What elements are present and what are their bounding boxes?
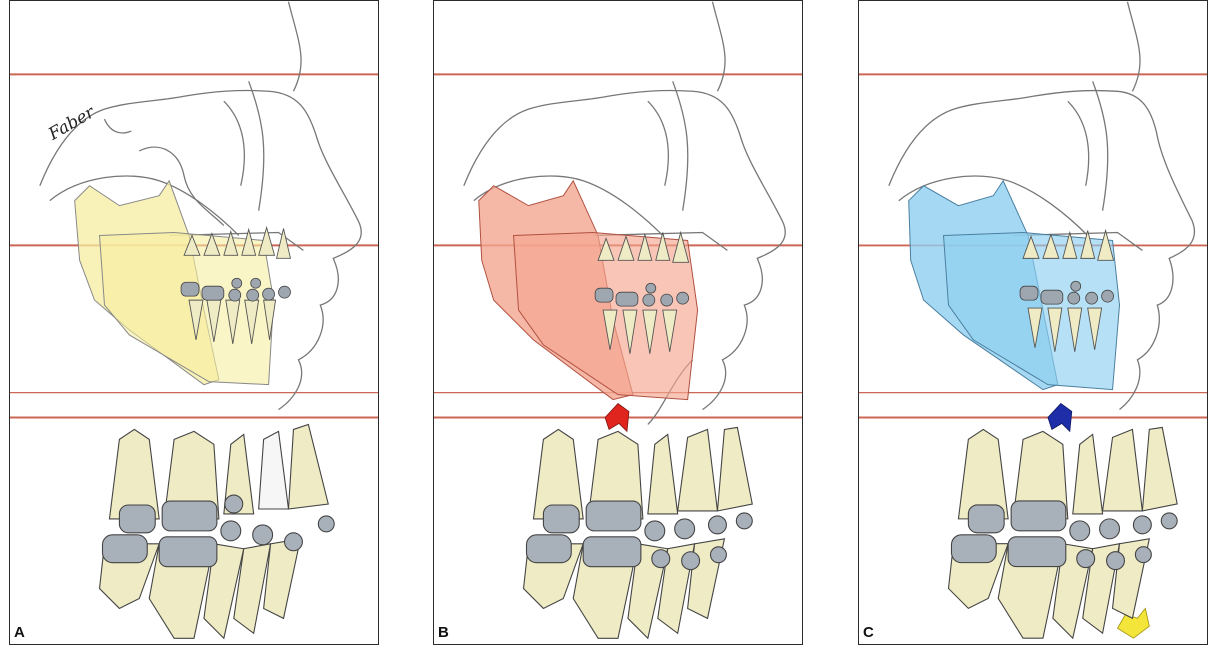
dentition-detail: [948, 427, 1177, 638]
panel-label: A: [14, 624, 25, 641]
mandible-region: [479, 181, 698, 400]
panel-a-drawing: Faber: [10, 1, 378, 644]
arrow-marker: [1048, 404, 1072, 432]
panel-a: Faber: [9, 0, 379, 645]
signature: Faber: [44, 101, 99, 144]
arrow-marker: [605, 404, 629, 432]
panel-c: C: [858, 0, 1208, 645]
panel-b-drawing: [434, 1, 802, 644]
panel-c-drawing: [859, 1, 1207, 644]
panel-b: B: [433, 0, 803, 645]
panel-label: B: [438, 624, 449, 641]
dentition-detail: [100, 424, 335, 638]
panel-label: C: [863, 624, 874, 641]
mandible-region: [75, 181, 274, 385]
mandible-region: [909, 181, 1120, 390]
dentition-detail: [524, 427, 753, 638]
